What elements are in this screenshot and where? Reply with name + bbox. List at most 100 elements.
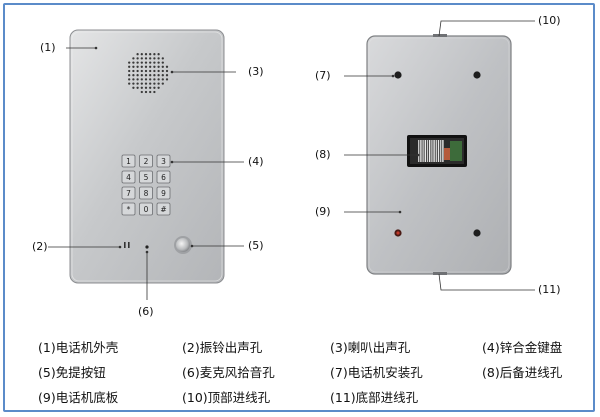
speaker-hole (140, 90, 143, 94)
speaker-hole (157, 78, 160, 81)
speaker-hole (157, 61, 160, 64)
speaker-hole (136, 82, 139, 85)
speaker-hole (165, 65, 169, 68)
speaker-hole (153, 74, 156, 77)
speaker-hole (132, 69, 135, 73)
speaker-hole (165, 78, 169, 81)
ribbon-wire (426, 140, 429, 162)
keypad-key-label: * (127, 205, 131, 214)
callout-6: (6) (138, 305, 154, 318)
callout-2: (2) (32, 240, 48, 253)
legend-item-4: (4)锌合金键盘 (482, 340, 563, 355)
keypad-key: 2 (139, 154, 153, 168)
speaker-hole (144, 78, 148, 81)
legend-item-2: (2)振铃出声孔 (182, 340, 263, 355)
keypad-key-label: 1 (126, 157, 131, 166)
ribbon-wire (420, 140, 422, 162)
callout-11: (11) (538, 283, 561, 296)
keypad-key-label: 0 (144, 205, 149, 214)
keypad-key: 4 (121, 170, 136, 184)
speaker-hole (157, 86, 160, 89)
speaker-hole (136, 61, 139, 64)
speaker-hole (140, 61, 143, 64)
legend-item-9: (9)电话机底板 (38, 390, 119, 405)
speaker-hole (149, 65, 152, 68)
speaker-hole (144, 86, 148, 89)
keypad-key-label: 7 (126, 189, 131, 198)
speaker-hole (153, 65, 156, 68)
speaker-hole (157, 57, 160, 60)
legend-item-6: (6)麦克风拾音孔 (182, 365, 275, 380)
legend-item-8: (8)后备进线孔 (482, 365, 563, 380)
speaker-hole (140, 65, 143, 68)
callout-1: (1) (40, 41, 56, 54)
speaker-hole (128, 78, 131, 81)
speaker-hole (153, 61, 156, 64)
mounting-holes (394, 71, 481, 237)
keypad-key-label: 2 (144, 157, 149, 166)
speaker-hole (132, 74, 135, 77)
keypad-key: 6 (156, 170, 171, 184)
ribbon-wire (429, 140, 431, 162)
ribbon-wire (442, 140, 444, 162)
outer-frame (3, 3, 595, 412)
speaker-hole (140, 69, 143, 73)
speaker-hole (132, 78, 135, 81)
ribbon-wire (422, 140, 424, 162)
speaker-hole (153, 57, 156, 60)
callout-9: (9) (315, 205, 331, 218)
speaker-hole (132, 86, 135, 89)
speaker-hole (157, 65, 160, 68)
speaker-hole (128, 82, 131, 85)
speaker-hole (161, 69, 164, 73)
backup-cable-opening (407, 135, 467, 167)
callout-3: (3) (248, 65, 264, 78)
speaker-hole (149, 53, 152, 56)
speaker-hole (132, 82, 135, 85)
legend-item-5: (5)免提按钮 (38, 365, 106, 380)
speaker-hole (153, 69, 156, 73)
speaker-hole (136, 74, 139, 77)
speaker-hole (144, 61, 148, 64)
ribbon-wire (431, 140, 433, 162)
speaker-hole (161, 78, 164, 81)
legend-item-11: (11)底部进线孔 (330, 390, 419, 405)
keypad-key: * (121, 202, 136, 216)
speaker-hole (140, 82, 143, 85)
keypad-key-label: 8 (144, 189, 149, 198)
speaker-hole (157, 74, 160, 77)
speaker-hole (144, 90, 148, 94)
keypad-key-label: 5 (144, 173, 149, 182)
leader-lines (48, 20, 535, 300)
speaker-hole (161, 65, 164, 68)
speaker-hole (144, 53, 148, 56)
keypad-key-label: # (160, 205, 166, 214)
speaker-hole (157, 69, 160, 73)
speaker-hole (153, 82, 156, 85)
keypad-key: 8 (139, 186, 153, 200)
speaker-hole (132, 61, 135, 64)
ribbon-wire (440, 140, 442, 162)
legend-item-3: (3)喇叭出声孔 (330, 340, 411, 355)
speaker-hole (136, 57, 139, 60)
handsfree-button (174, 236, 192, 254)
speaker-hole (136, 78, 139, 81)
speaker-hole (128, 65, 131, 68)
ribbon-wire (424, 140, 426, 162)
ribbon-wire (433, 140, 435, 162)
speaker-hole (161, 61, 164, 64)
speaker-hole (149, 61, 152, 64)
speaker-hole (149, 90, 152, 94)
ribbon-wire (435, 140, 437, 162)
speaker-hole (136, 53, 139, 56)
speaker-hole (136, 65, 139, 68)
keypad-key: 0 (139, 202, 153, 216)
speaker-hole (153, 86, 156, 89)
keypad-key-label: 6 (161, 173, 166, 182)
speaker-hole (136, 69, 139, 73)
ribbon-wire (437, 140, 440, 162)
speaker-grill (128, 53, 169, 94)
ring-sound-holes (124, 242, 130, 248)
keypad-key: 9 (156, 186, 171, 200)
